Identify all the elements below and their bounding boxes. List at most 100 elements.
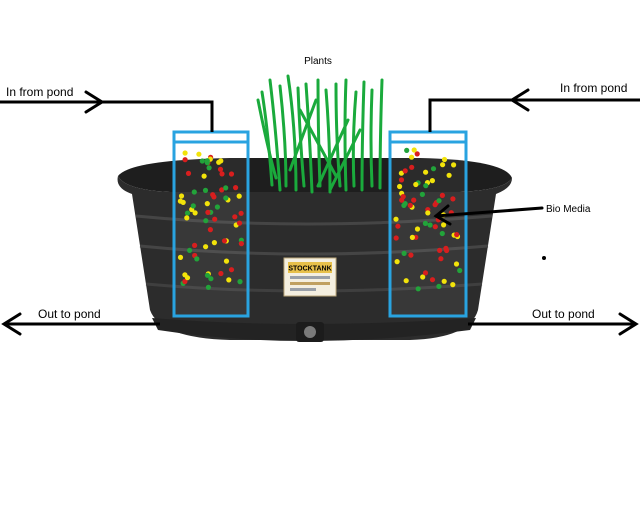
- bio-media-pellet: [436, 198, 442, 204]
- bio-media-pellet: [400, 194, 406, 200]
- bio-media-pellet: [223, 185, 229, 191]
- bio-media-pellet: [414, 226, 421, 232]
- bio-media-pellet: [203, 218, 209, 224]
- bio-media-pellet: [411, 147, 417, 153]
- bio-media-left: [177, 150, 244, 290]
- bio-media-pellet: [441, 156, 448, 163]
- bio-media-pointer: [433, 204, 544, 226]
- bio-media-pellet: [423, 169, 429, 175]
- bio-media-pellet: [407, 202, 413, 208]
- bio-media-pellet: [414, 151, 420, 157]
- bio-media-pellet: [178, 193, 185, 199]
- bio-media-pellet: [451, 162, 457, 168]
- bio-media-pellet: [402, 168, 408, 174]
- bio-media-pellet: [398, 177, 405, 183]
- bio-media-pellet: [204, 272, 211, 278]
- bio-media-pellet: [207, 227, 213, 233]
- bio-media-pellet: [194, 256, 200, 262]
- bio-media-pellet: [422, 270, 429, 276]
- bio-media-pellet: [430, 166, 437, 172]
- bio-media-pellet: [177, 254, 184, 260]
- bio-media-right: [393, 147, 463, 292]
- bio-media-pellet: [232, 214, 238, 220]
- bio-media-pellet: [217, 166, 224, 172]
- bio-media-pellet: [420, 274, 426, 280]
- bio-media-pellet: [228, 267, 235, 273]
- bio-media-pellet: [211, 240, 217, 246]
- bio-media-pellet: [441, 278, 447, 284]
- product-brand: STOCKTANK: [288, 266, 331, 273]
- bio-media-pellet: [199, 158, 205, 164]
- bio-media-pellet: [432, 224, 438, 230]
- bio-media-pellet: [425, 210, 431, 216]
- bio-media-pellet: [238, 210, 244, 216]
- bio-media-pellet: [439, 192, 445, 198]
- bio-media-pellet: [221, 238, 228, 244]
- bio-media-pellet: [219, 171, 225, 177]
- bio-media-pellet: [404, 147, 410, 153]
- label-out-right: Out to pond: [532, 307, 595, 321]
- filter-column-left: [172, 130, 250, 318]
- bio-media-pellet: [439, 230, 445, 237]
- bio-media-pellet: [409, 164, 415, 170]
- bio-media-pellet: [182, 157, 188, 163]
- bio-media-pellet: [205, 284, 211, 290]
- bio-media-pellet: [423, 183, 429, 189]
- bio-media-pellet: [397, 183, 403, 190]
- arrow-left-icon: [509, 88, 530, 112]
- arrow-right-icon: [618, 312, 639, 336]
- bio-media-pellet: [192, 210, 198, 216]
- bio-media-pellet: [185, 170, 192, 176]
- bio-media-pellet: [201, 173, 207, 179]
- bio-media-pellet: [184, 210, 191, 216]
- bio-media-pellet: [453, 261, 460, 267]
- bio-media-pellet: [208, 276, 214, 282]
- bio-media-pellet: [237, 279, 243, 285]
- bio-media-pellet: [219, 187, 225, 193]
- bio-media-pellet: [457, 267, 463, 274]
- bio-media-pellet: [413, 181, 419, 188]
- bio-media-pellet: [409, 234, 415, 240]
- plants-drawing: [256, 74, 384, 194]
- bio-media-pellet: [441, 222, 447, 228]
- bio-media-pellet: [182, 278, 188, 285]
- bio-media-pellet: [180, 199, 186, 205]
- inlet-pipe-left: [0, 100, 214, 132]
- bio-media-pellet: [436, 283, 442, 289]
- bio-media-pellet: [422, 220, 428, 226]
- arrow-left-icon: [1, 312, 22, 336]
- bio-media-pellet: [191, 189, 197, 195]
- bio-media-pellet: [203, 244, 209, 250]
- bio-media-pellet: [205, 209, 211, 215]
- bio-media-pellet: [419, 191, 425, 197]
- bio-media-pellet: [409, 154, 415, 160]
- bio-media-pellet: [429, 178, 435, 184]
- bio-media-pellet: [429, 277, 436, 283]
- bio-media-pellet: [233, 185, 239, 191]
- bio-media-pellet: [182, 150, 188, 156]
- bio-media-pellet: [403, 278, 409, 284]
- bio-media-pellet: [454, 232, 460, 238]
- filter-column-right: [388, 130, 468, 318]
- bio-media-pellet: [196, 151, 202, 157]
- product-label: STOCKTANK: [283, 257, 337, 297]
- bio-media-pellet: [223, 258, 230, 264]
- bio-media-pellet: [223, 195, 229, 201]
- inlet-pipe-right: [428, 98, 640, 132]
- arrow-right-icon: [84, 90, 105, 114]
- bio-media-pellet: [226, 277, 232, 283]
- label-in-right: In from pond: [560, 81, 627, 95]
- bio-media-pellet: [401, 250, 407, 256]
- bio-media-pellet: [393, 216, 399, 222]
- bio-media-pellet: [212, 216, 218, 222]
- bio-media-pellet: [415, 286, 421, 292]
- bio-media-pellet: [411, 197, 417, 203]
- bio-media-pellet: [184, 215, 190, 221]
- bio-media-pellet: [450, 196, 456, 202]
- bio-media-pellet: [228, 171, 235, 177]
- bio-media-pellet: [190, 203, 196, 209]
- bio-media-pellet: [192, 242, 198, 248]
- bio-media-pellet: [440, 162, 446, 168]
- bio-media-pellet: [202, 187, 209, 193]
